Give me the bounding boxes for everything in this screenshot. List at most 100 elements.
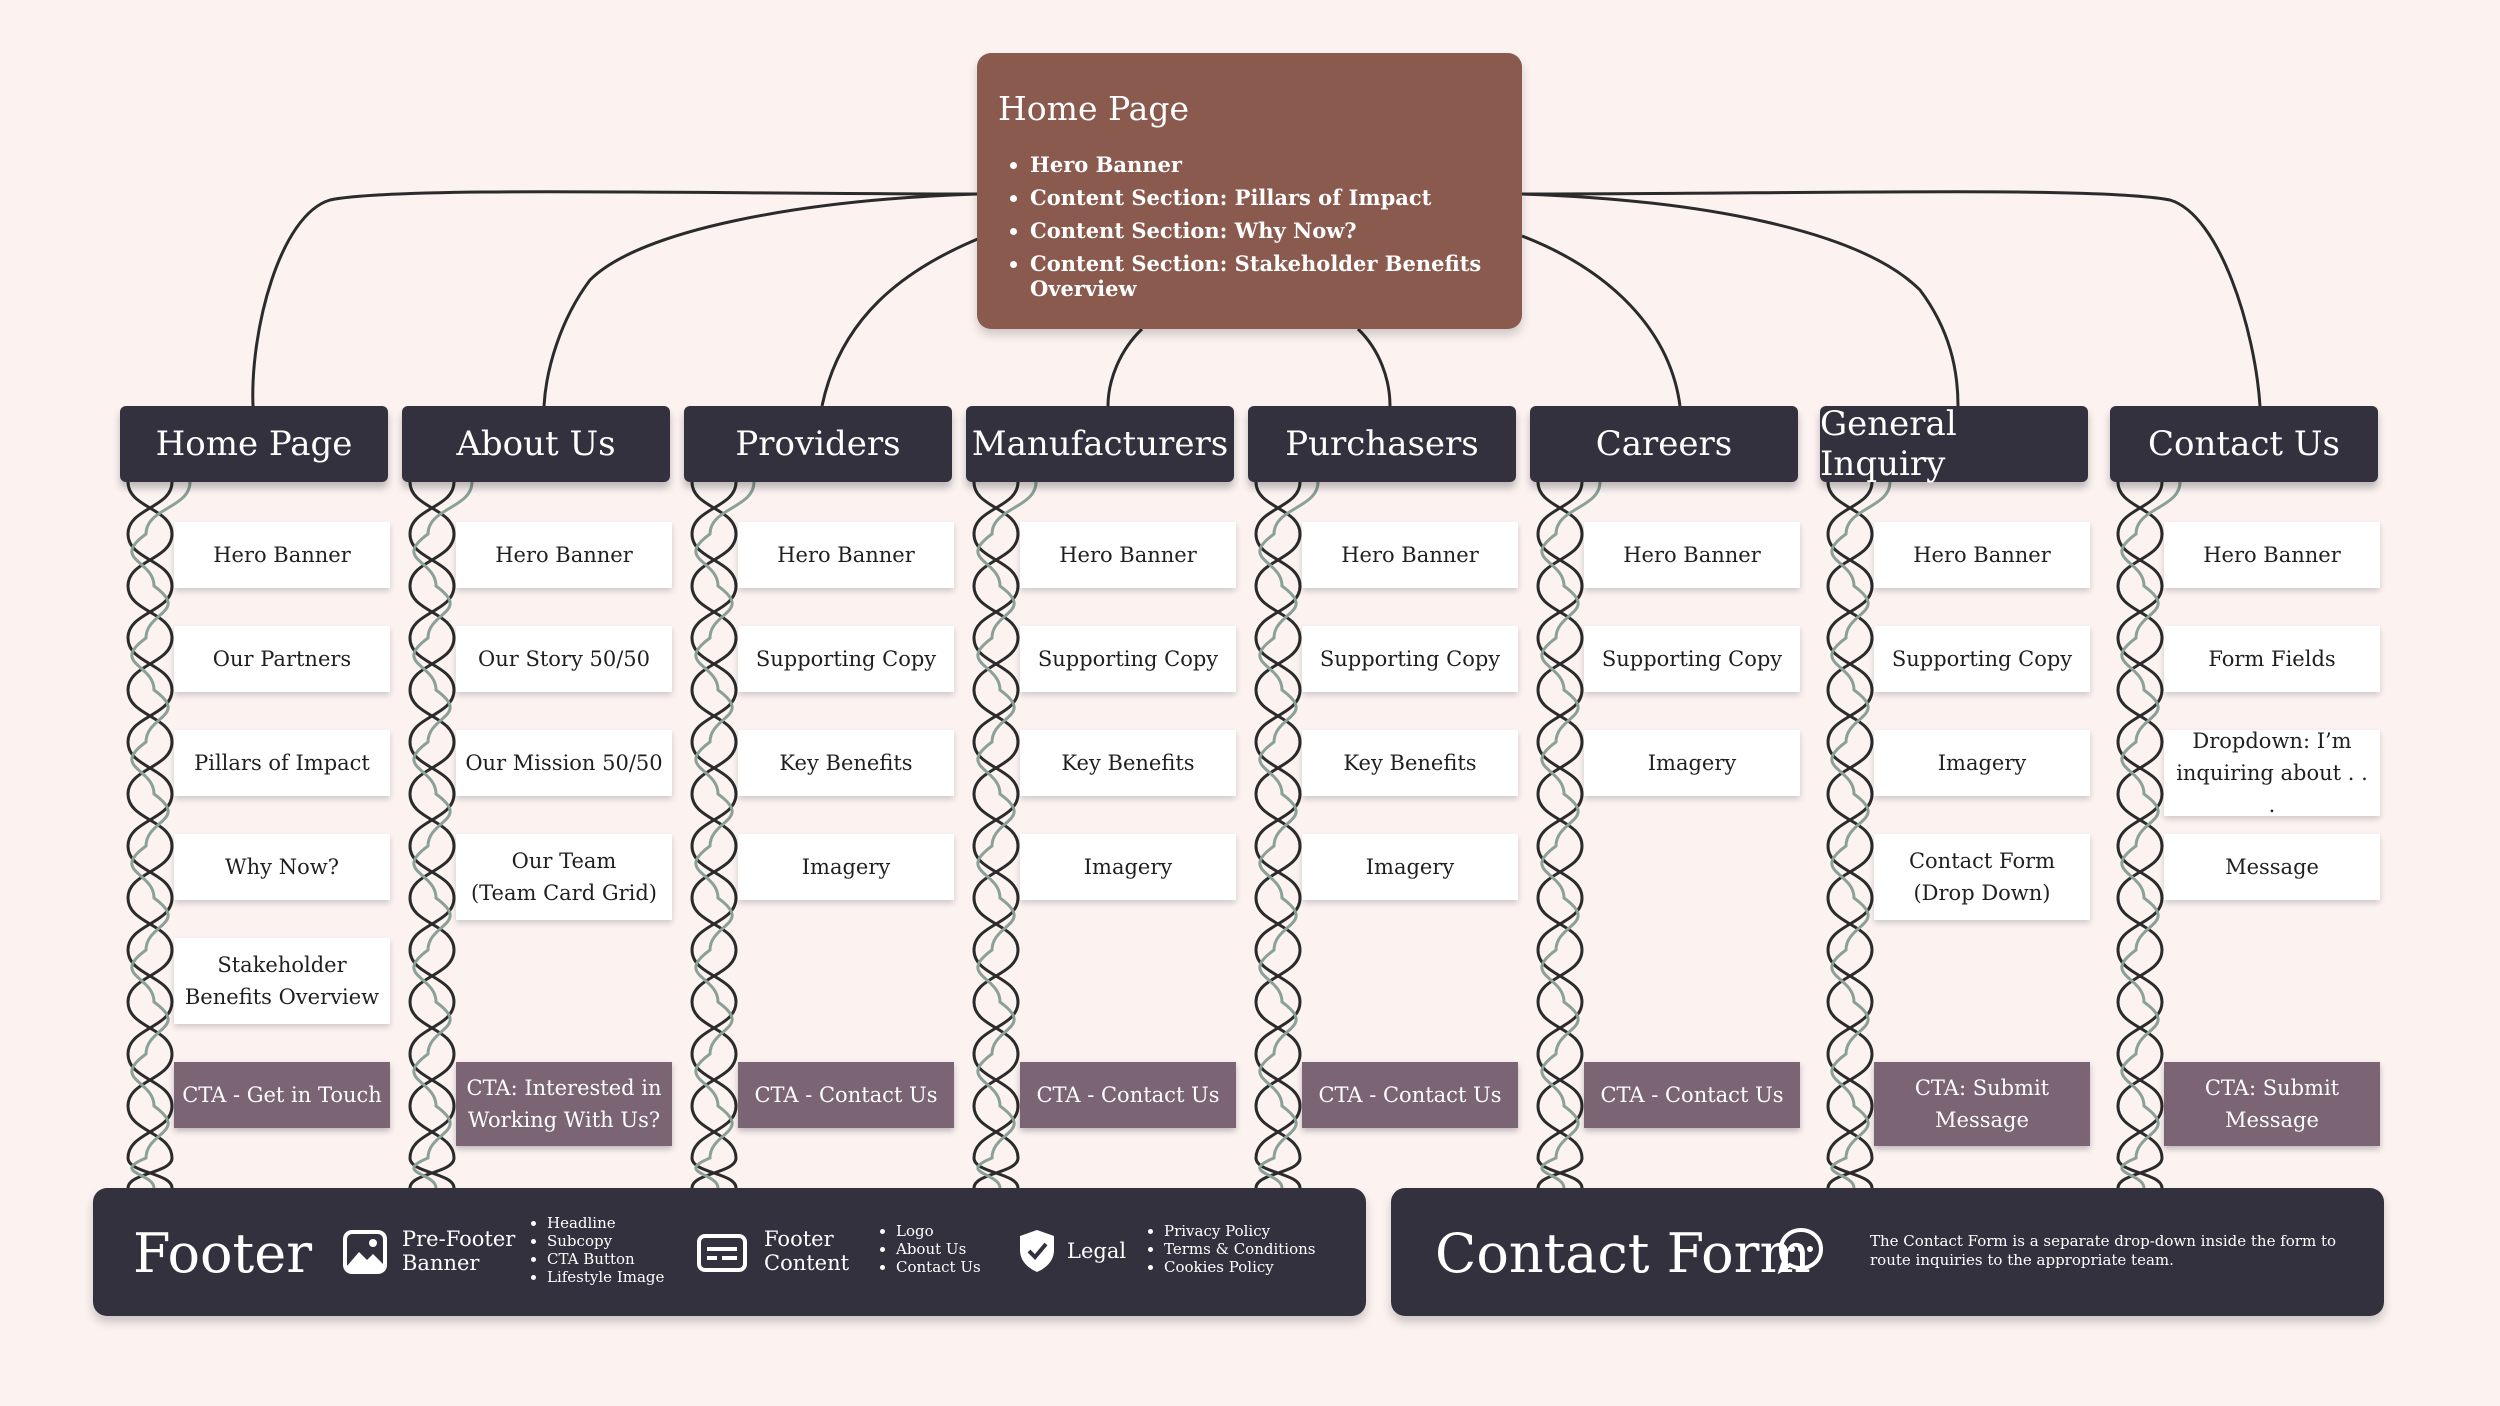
section-card: Our Partners: [174, 626, 390, 692]
helix-line: [1826, 481, 1874, 1189]
helix-line: [976, 481, 1038, 1189]
list-item: CTA Button: [547, 1250, 664, 1268]
card-icon: [697, 1234, 747, 1272]
helix-line: [1254, 481, 1302, 1189]
section-card: Key Benefits: [738, 730, 954, 796]
helix-line: [694, 481, 756, 1189]
shield-check-icon: [1020, 1230, 1054, 1272]
column-header: Home Page: [120, 406, 388, 482]
section-card: Hero Banner: [2164, 522, 2380, 588]
column-header: General Inquiry: [1820, 404, 2088, 484]
root-item: Content Section: Pillars of Impact: [1030, 185, 1522, 210]
column-header: Purchasers: [1248, 406, 1516, 482]
list-item: Contact Us: [896, 1258, 981, 1276]
root-item: Content Section: Stakeholder Benefits Ov…: [1030, 251, 1522, 301]
helix-line: [972, 481, 1020, 1189]
list-item: Subcopy: [547, 1232, 664, 1250]
helix-line: [1536, 481, 1584, 1189]
connector-arc: [542, 192, 978, 407]
section-card: Contact Form (Drop Down): [1874, 834, 2090, 920]
helix-line: [1830, 481, 1892, 1189]
section-card: Hero Banner: [174, 522, 390, 588]
connector-arc: [1521, 190, 2262, 407]
image-icon: [343, 1230, 387, 1274]
helix-line: [1258, 481, 1320, 1189]
section-card: Supporting Copy: [1302, 626, 1518, 692]
section-card: Key Benefits: [1302, 730, 1518, 796]
footer-content-label: Footer Content: [764, 1227, 850, 1275]
root-node: Home Page Hero Banner Content Section: P…: [977, 53, 1522, 329]
cta-card: CTA: Interested in Working With Us?: [456, 1062, 672, 1146]
connector-arc: [820, 234, 986, 407]
cta-card: CTA - Contact Us: [1584, 1062, 1800, 1128]
helix-line: [690, 481, 738, 1189]
section-card: Stakeholder Benefits Overview: [174, 938, 390, 1024]
column-header: Providers: [684, 406, 952, 482]
list-item: Lifestyle Image: [547, 1268, 664, 1286]
column-header: Manufacturers: [966, 406, 1234, 482]
footer-content-items: Logo About Us Contact Us: [882, 1222, 981, 1276]
list-item: Logo: [896, 1222, 981, 1240]
contact-form-description: The Contact Form is a separate drop-down…: [1870, 1232, 2337, 1269]
column-header: About Us: [402, 406, 670, 482]
cta-card: CTA - Contact Us: [738, 1062, 954, 1128]
section-card: Form Fields: [2164, 626, 2380, 692]
root-item: Hero Banner: [1030, 152, 1522, 177]
section-card: Dropdown: I’m inquiring about . . .: [2164, 729, 2380, 817]
helix-line: [2120, 481, 2182, 1189]
cta-card: CTA: Submit Message: [2164, 1062, 2380, 1146]
connector-arc: [1521, 192, 1960, 407]
section-card: Supporting Copy: [1584, 626, 1800, 692]
footer-title: Footer: [133, 1222, 313, 1285]
section-card: Imagery: [1584, 730, 1800, 796]
section-card: Our Team (Team Card Grid): [456, 834, 672, 920]
contact-form-bar: Contact Form The Contact Form is a separ…: [1391, 1188, 2384, 1316]
section-card: Hero Banner: [1302, 522, 1518, 588]
cta-card: CTA - Contact Us: [1020, 1062, 1236, 1128]
cta-card: CTA - Get in Touch: [174, 1062, 390, 1128]
section-card: Our Story 50/50: [456, 626, 672, 692]
legal-items: Privacy Policy Terms & Conditions Cookie…: [1150, 1222, 1315, 1276]
cta-card: CTA: Submit Message: [1874, 1062, 2090, 1146]
helix-line: [408, 481, 456, 1189]
connector-arc: [1521, 234, 1682, 407]
prefooter-items: Headline Subcopy CTA Button Lifestyle Im…: [533, 1214, 664, 1286]
section-card: Imagery: [738, 834, 954, 900]
helix-line: [1540, 481, 1602, 1189]
helix-line: [2116, 481, 2164, 1189]
section-card: Imagery: [1020, 834, 1236, 900]
list-item: About Us: [896, 1240, 981, 1258]
list-item: Privacy Policy: [1164, 1222, 1315, 1240]
section-card: Supporting Copy: [1874, 626, 2090, 692]
legal-label: Legal: [1067, 1239, 1127, 1263]
section-card: Hero Banner: [1020, 522, 1236, 588]
helix-line: [130, 481, 192, 1189]
prefooter-label: Pre-Footer Banner: [402, 1227, 516, 1275]
footer-bar: Footer Pre-Footer Banner Headline Subcop…: [93, 1188, 1366, 1316]
connector-arc: [251, 190, 978, 407]
section-card: Imagery: [1874, 730, 2090, 796]
section-card: Message: [2164, 834, 2380, 900]
section-card: Hero Banner: [1584, 522, 1800, 588]
connector-arc: [1356, 327, 1392, 407]
section-card: Supporting Copy: [738, 626, 954, 692]
section-card: Pillars of Impact: [174, 730, 390, 796]
list-item: Terms & Conditions: [1164, 1240, 1315, 1258]
section-card: Hero Banner: [456, 522, 672, 588]
section-card: Key Benefits: [1020, 730, 1236, 796]
cta-card: CTA - Contact Us: [1302, 1062, 1518, 1128]
chat-bubble-icon: [1777, 1227, 1824, 1274]
column-header: Contact Us: [2110, 406, 2378, 482]
section-card: Hero Banner: [1874, 522, 2090, 588]
root-title: Home Page: [998, 89, 1190, 128]
list-item: Cookies Policy: [1164, 1258, 1315, 1276]
helix-line: [126, 481, 174, 1189]
section-card: Our Mission 50/50: [456, 730, 672, 796]
connector-arc: [1106, 327, 1144, 407]
list-item: Headline: [547, 1214, 664, 1232]
root-item: Content Section: Why Now?: [1030, 218, 1522, 243]
section-card: Why Now?: [174, 834, 390, 900]
section-card: Imagery: [1302, 834, 1518, 900]
helix-line: [412, 481, 474, 1189]
